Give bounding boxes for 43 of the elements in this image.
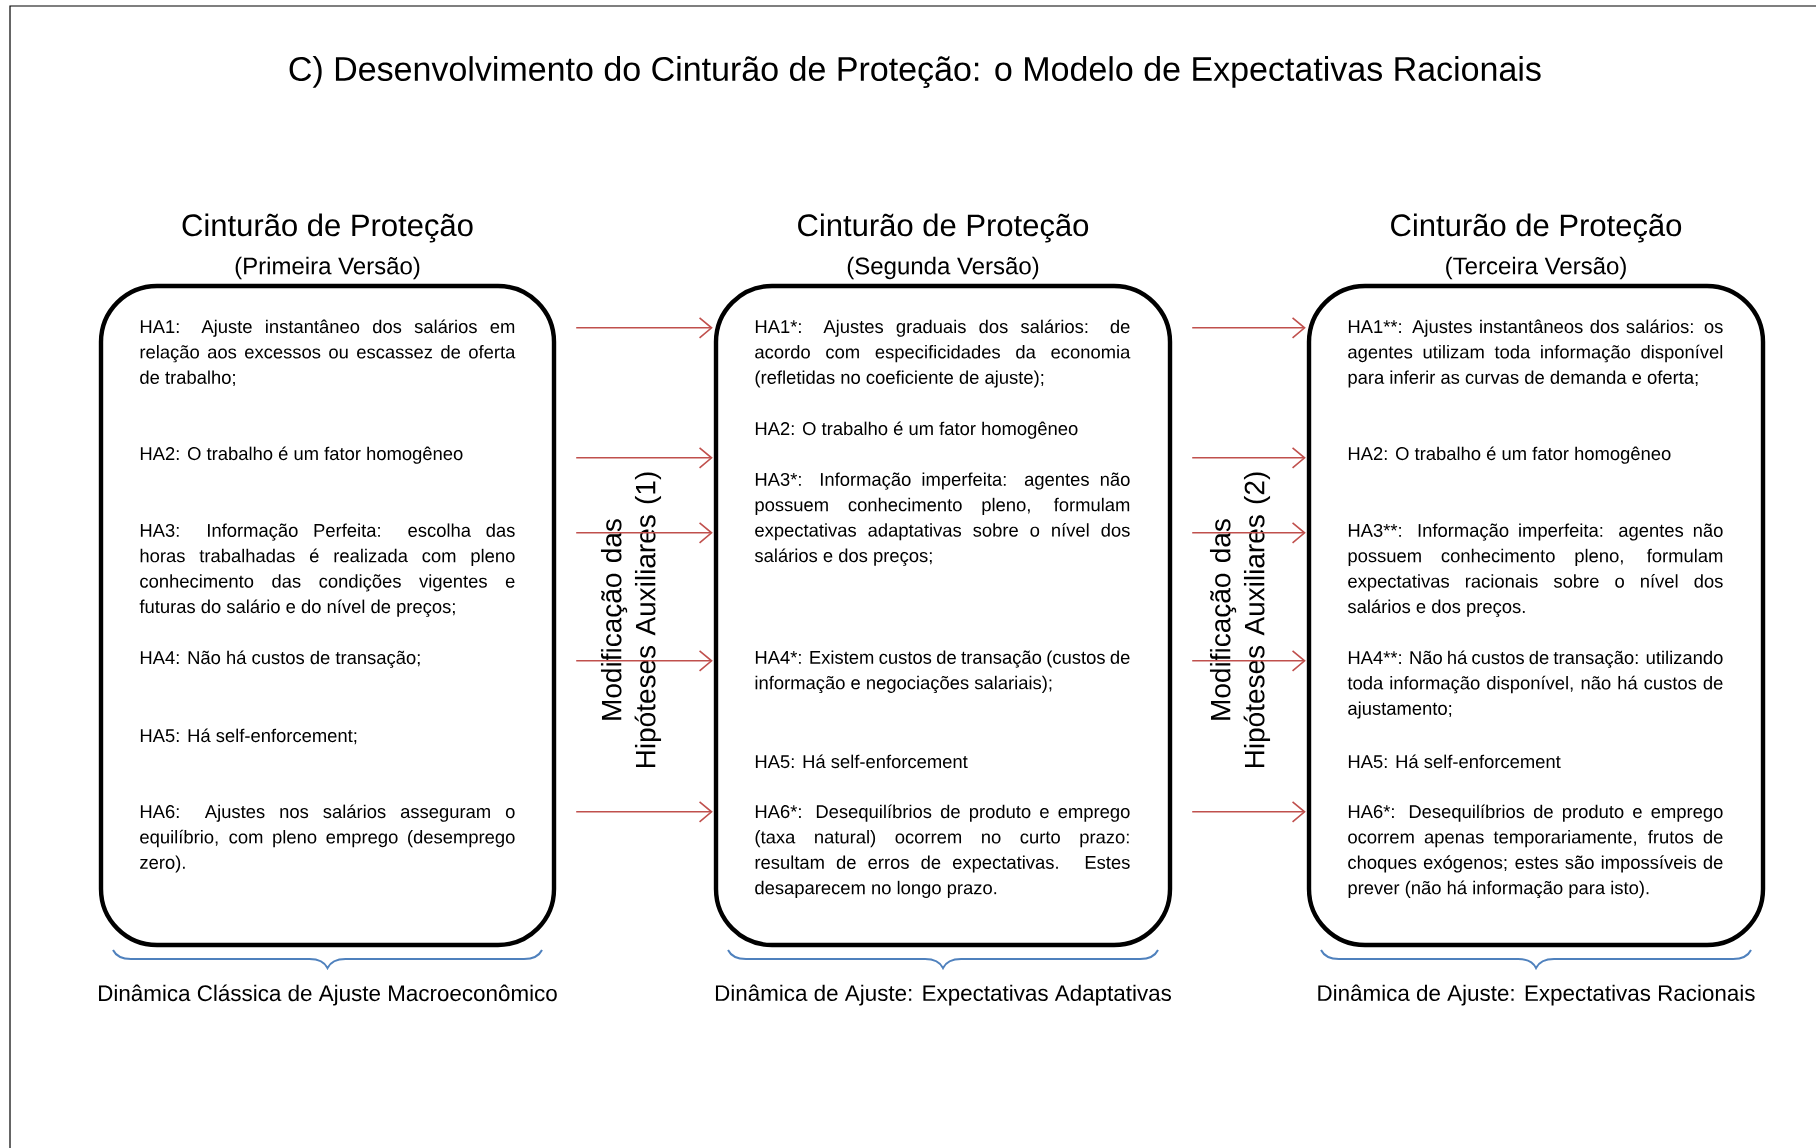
rounded-box	[713, 213, 1173, 948]
arrow	[1191, 522, 1306, 544]
arrow	[1191, 650, 1306, 672]
arrow	[575, 650, 713, 672]
hypothesis-text: HA3**: Informação imperfeita: agentes não possuem conhecimento pleno, formulam expectativas racionais sobre o nível dos salários e dos preços.	[1347, 523, 1723, 617]
rounded-box	[1306, 213, 1766, 948]
arrow	[575, 801, 713, 823]
arrow	[1191, 801, 1306, 823]
hypothesis-text: HA2: O trabalho é um fator homogêneo	[140, 446, 463, 464]
arrow	[1191, 317, 1306, 339]
hypothesis-text: HA5: Há self-enforcement;	[140, 728, 357, 745]
hypothesis-text: HA3: Informação Perfeita: escolha das horas trabalhadas é realizada com pleno conhecimento das condições vigentes e futuras do salário e do nível de preços;	[139, 523, 515, 617]
node-label: Dinâmica Clássica de Ajuste Macroeconômico	[99, 984, 557, 1006]
box-heading: Cinturão de Proteção	[1391, 213, 1682, 243]
hypothesis-text: HA1*: Ajustes graduais dos salários: de acordo com especificidades da economia (refletidas no coeficiente de ajuste);	[755, 319, 1131, 388]
rotated-label: Modificação das Hipóteses Auxiliares (2)	[1209, 472, 1271, 768]
box-subheading: (Primeira Versão)	[235, 256, 420, 280]
hypothesis-text: HA1**: Ajustes instantâneos dos salários: os agentes utilizam toda informação disponível para inferir as curvas de demanda e oferta;	[1348, 319, 1723, 388]
hypothesis-text: HA6*: Desequilíbrios de produto e emprego ocorrem apenas temporariamente, frutos de choques exógenos; estes são impossíveis de prever (não há informação para isto).	[1348, 804, 1723, 899]
hypothesis-text: HA2: O trabalho é um fator homogêneo	[1348, 446, 1671, 464]
rounded-box	[98, 213, 557, 948]
node-label: Dinâmica de Ajuste: Expectativas Adaptativas	[715, 984, 1171, 1006]
hypothesis-text: HA4: Não há custos de transação;	[140, 650, 420, 668]
arrow	[1191, 447, 1306, 469]
arrow	[575, 447, 713, 469]
box-heading: Cinturão de Proteção	[182, 213, 473, 243]
box-subheading: (Segunda Versão)	[847, 256, 1039, 280]
title: C) Desenvolvimento do Cinturão de Proteção: o Modelo de Expectativas Racionais	[289, 56, 1541, 88]
box-subheading: (Terceira Versão)	[1446, 256, 1626, 280]
hypothesis-text: HA4*: Existem custos de transação (custos de informação e negociações salariais);	[755, 650, 1130, 694]
hypothesis-text: HA6: Ajustes nos salários asseguram o equilíbrio, com pleno emprego (desemprego zero).	[140, 804, 515, 873]
hypothesis-text: HA1: Ajuste instantâneo dos salários em relação aos excessos ou escassez de oferta de trabalho;	[140, 319, 516, 387]
hypothesis-text: HA4**: Não há custos de transação: utilizando toda informação disponível, não há custos de ajustamento;	[1347, 650, 1723, 719]
hypothesis-text: HA5: Há self-enforcement	[1348, 754, 1561, 769]
arrow	[575, 522, 713, 544]
hypothesis-text: HA5: Há self-enforcement	[755, 754, 968, 769]
hypothesis-text: HA6*: Desequilíbrios de produto e emprego (taxa natural) ocorrem no curto prazo: resultam de erros de expectativas. Estes desaparecem no longo prazo.	[755, 804, 1130, 898]
hypothesis-text: HA2: O trabalho é um fator homogêneo	[755, 421, 1078, 439]
box-heading: Cinturão de Proteção	[798, 213, 1089, 243]
rotated-label: Modificação das Hipóteses Auxiliares (1)	[600, 472, 662, 768]
arrow	[575, 317, 713, 339]
hypothesis-text: HA3*: Informação imperfeita: agentes não possuem conhecimento pleno, formulam expectativas adaptativas sobre o nível dos salários e dos preços;	[754, 472, 1130, 566]
node-label: Dinâmica de Ajuste: Expectativas Racionais	[1318, 984, 1755, 1006]
